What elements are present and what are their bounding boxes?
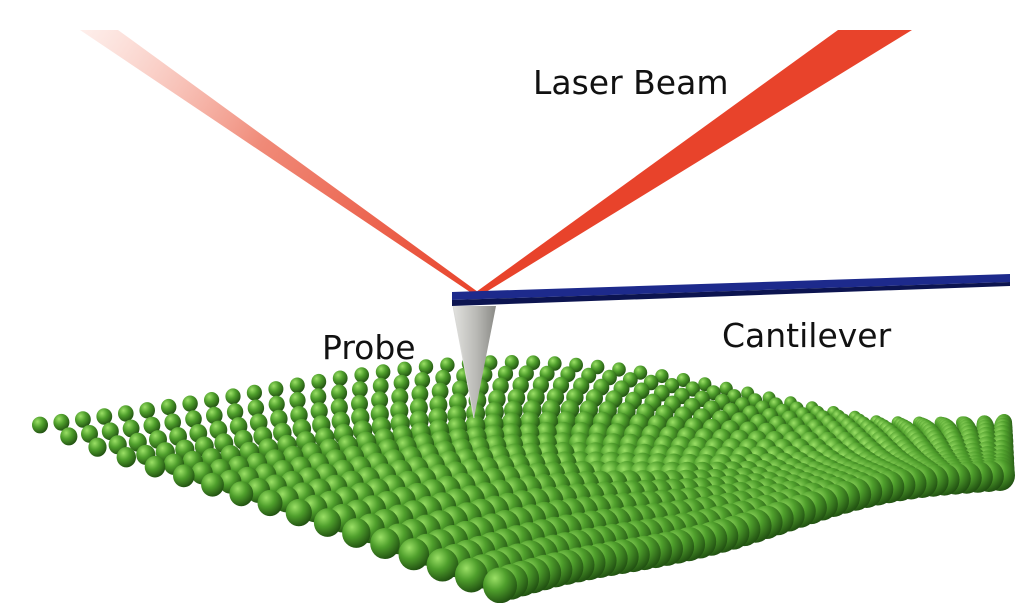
- atom-sphere: [60, 427, 78, 446]
- atom-sphere: [612, 362, 626, 377]
- laser-beam-label: Laser Beam: [533, 63, 729, 102]
- atom-sphere: [331, 384, 348, 402]
- atom-sphere: [246, 384, 262, 401]
- atom-sphere: [32, 416, 48, 434]
- atom-sphere: [81, 425, 98, 443]
- cantilever-bar-icon: [452, 274, 1010, 306]
- atom-sphere: [483, 567, 517, 603]
- atom-sphere: [53, 413, 70, 431]
- atom-sphere: [289, 377, 305, 394]
- atom-sphere: [268, 395, 285, 413]
- atom-sphere: [173, 464, 195, 488]
- atom-sphere: [504, 355, 519, 370]
- atom-sphere: [352, 381, 368, 398]
- probe-tip: [453, 306, 496, 418]
- atom-sphere: [225, 388, 241, 405]
- atom-sphere: [393, 374, 410, 392]
- atom-sphere: [330, 398, 348, 417]
- atom-sphere: [397, 361, 412, 377]
- cantilever-label: Cantilever: [722, 316, 892, 355]
- atom-sphere: [143, 416, 161, 435]
- cantilever-front-face: [452, 282, 1010, 306]
- laser-reflected-beam: [476, 30, 912, 292]
- atom-sphere: [311, 373, 327, 390]
- atom-sphere: [391, 388, 409, 406]
- probe-edge: [452, 305, 475, 419]
- atom-sphere: [372, 377, 389, 395]
- atom-sphere: [206, 406, 223, 425]
- atom-sphere: [122, 419, 140, 438]
- atom-sphere: [655, 369, 669, 384]
- atom-sphere: [370, 528, 400, 559]
- atom-sphere: [185, 410, 202, 428]
- atom-sphere: [268, 381, 284, 397]
- atom-sphere: [204, 392, 220, 408]
- atom-sphere: [247, 399, 265, 417]
- atom-sphere: [426, 548, 459, 582]
- atom-sphere: [201, 472, 224, 497]
- atom-sphere: [676, 373, 690, 387]
- laser-incident-beam: [80, 30, 478, 292]
- atom-sphere: [375, 364, 391, 380]
- atom-sphere: [418, 359, 434, 375]
- atom-sphere: [139, 402, 155, 419]
- atom-sphere: [96, 408, 113, 425]
- atom-sphere: [354, 367, 370, 383]
- atom-sphere: [698, 377, 712, 392]
- atom-sphere: [164, 413, 181, 432]
- atom-sphere: [226, 403, 244, 421]
- atom-sphere: [285, 498, 312, 527]
- atom-sphere: [431, 382, 449, 401]
- atom-sphere: [435, 369, 451, 387]
- atom-sphere: [88, 437, 107, 457]
- atom-sphere: [101, 422, 119, 441]
- atom-sphere: [289, 392, 306, 409]
- atom-sphere: [257, 489, 283, 517]
- atom-sphere: [313, 508, 342, 537]
- atom-sphere: [161, 398, 177, 416]
- atom-sphere: [414, 372, 431, 389]
- atom-sphere: [454, 557, 488, 593]
- atom-sphere: [351, 394, 368, 413]
- atom-sphere: [342, 518, 371, 548]
- atom-sphere: [310, 388, 327, 406]
- atom-sphere: [440, 357, 455, 373]
- atom-sphere: [75, 411, 91, 428]
- cantilever-top-face: [452, 274, 1010, 300]
- atom-sphere: [116, 447, 136, 468]
- atom-sphere: [144, 455, 166, 478]
- probe-label: Probe: [322, 328, 416, 367]
- atom-sphere: [411, 385, 429, 403]
- atom-sphere: [633, 365, 648, 380]
- atom-sphere: [229, 481, 254, 507]
- atom-sphere: [398, 538, 430, 571]
- atom-sphere: [483, 355, 498, 371]
- probe-tip-icon: [452, 305, 496, 419]
- laser-beam-icon: [80, 30, 912, 292]
- atomic-surface-icon: [32, 355, 1015, 603]
- atom-sphere: [182, 395, 198, 412]
- atom-sphere: [118, 405, 134, 422]
- atom-sphere: [332, 370, 348, 386]
- atom-sphere: [371, 391, 389, 410]
